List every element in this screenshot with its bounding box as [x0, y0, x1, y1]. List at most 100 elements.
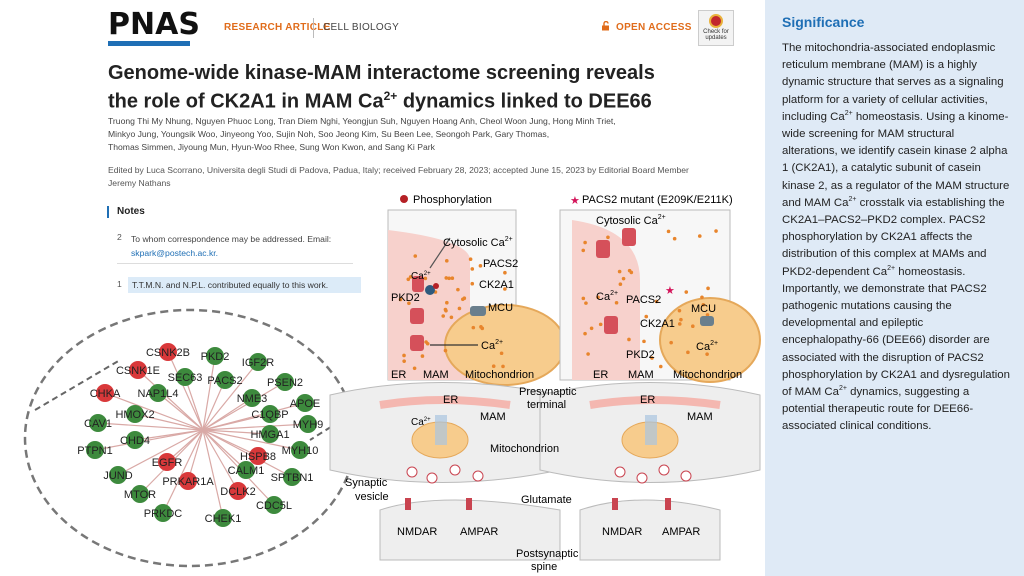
journal-logo[interactable]: PNAS — [108, 7, 200, 42]
calcium-dot — [471, 325, 476, 330]
synaptic-vesicle — [680, 470, 692, 482]
network-edge — [202, 413, 271, 431]
check-badge-text: Check for updates — [703, 29, 729, 41]
calcium-dot — [468, 257, 473, 261]
network-node — [176, 368, 194, 386]
network-node — [249, 447, 267, 465]
calcium-dot — [420, 354, 425, 358]
network-node — [296, 394, 314, 412]
right-ampar-label: AMPAR — [662, 526, 700, 538]
calcium-dot — [441, 314, 446, 318]
correspondence-email-link[interactable]: skpark@postech.ac.kr. — [131, 248, 219, 258]
calcium-dot — [658, 364, 663, 369]
calcium-dot — [614, 300, 619, 305]
right-pkd2-label: PKD2 — [626, 349, 655, 361]
authors-line-2[interactable]: Minkyo Jung, Youngsik Woo, Jinyeong Yoo,… — [108, 129, 550, 139]
network-node-label: JUND — [103, 470, 132, 482]
authors-line-1[interactable]: Truong Thi My Nhung, Nguyen Phuoc Long, … — [108, 116, 616, 126]
notes-accent-bar — [107, 206, 109, 218]
calcium-dot — [456, 287, 460, 292]
network-node — [126, 431, 144, 449]
calcium-dot — [706, 286, 710, 291]
author-list: Truong Thi My Nhung, Nguyen Phuoc Long, … — [108, 115, 748, 154]
calcium-dot — [627, 337, 631, 342]
right-synapse-mam-label: MAM — [687, 411, 713, 423]
network-node-label: PACS2 — [207, 375, 242, 387]
network-node-label: CDC5L — [256, 500, 292, 512]
synapse-ca-label: Ca2+ — [411, 417, 431, 428]
calcium-dot — [691, 324, 695, 329]
right-er-label: ER — [593, 369, 608, 381]
left-pacs2-blob — [425, 285, 435, 295]
calcium-dot — [644, 314, 649, 319]
calcium-dot — [705, 352, 709, 356]
left-mam-label: MAM — [423, 369, 449, 381]
notes-divider — [117, 263, 353, 264]
article-title: Genome-wide kinase-MAM interactome scree… — [108, 62, 708, 114]
ampar-label: AMPAR — [460, 526, 498, 538]
network-node — [89, 414, 107, 432]
network-node-label: MYH10 — [282, 445, 319, 457]
network-node-label: HMOX2 — [115, 409, 154, 421]
sig-part-4: homeostasis. Importantly, we demonstrate… — [782, 265, 1010, 399]
synaptic-vesicle — [426, 472, 438, 484]
open-access-label[interactable]: OPEN ACCESS — [616, 22, 692, 33]
right-synapse-er-label: ER — [640, 394, 655, 406]
network-node — [291, 441, 309, 459]
calcium-dot — [581, 296, 586, 301]
network-node-label: EGFR — [152, 457, 183, 469]
authors-line-3[interactable]: Thomas Simmen, Jiyoung Mun, Hyun-Woo Rhe… — [108, 142, 435, 152]
network-edge — [134, 413, 204, 431]
right-er-band — [589, 396, 721, 409]
left-pkd2-channel — [412, 276, 424, 292]
title-line-2-post: dynamics linked to DEE66 — [397, 90, 652, 113]
network-edge — [202, 397, 253, 431]
section-label[interactable]: CELL BIOLOGY — [323, 22, 400, 33]
network-node-label: PKD2 — [201, 351, 230, 363]
network-edge — [97, 422, 204, 431]
significance-text: The mitochondria-associated endoplasmic … — [782, 40, 1010, 436]
network-node-label: CAV1 — [84, 418, 112, 430]
calcium-dot — [443, 307, 448, 312]
check-for-updates-badge[interactable]: Check for updates — [698, 10, 734, 46]
network-edge — [167, 351, 204, 431]
significance-panel — [765, 0, 1024, 576]
left-er-band — [379, 396, 511, 409]
sig-part-5: dynamics, suggesting a potential therape… — [782, 386, 974, 433]
calcium-dot — [684, 290, 689, 294]
left-mcu — [470, 306, 486, 316]
calcium-dot — [686, 350, 690, 355]
notes-heading: Notes — [117, 206, 145, 217]
calcium-dot — [402, 359, 406, 363]
right-mam-panel: Cytosolic Ca2+ Ca2+ PACS2 ★ MCU CK2A1 Ca… — [559, 209, 761, 383]
left-ampar-receptor — [466, 498, 472, 510]
synaptic-vesicle — [449, 464, 461, 476]
synaptic-vesicle — [406, 466, 418, 478]
calcium-dot — [598, 322, 603, 327]
network-node — [149, 384, 167, 402]
left-pkd2-channel-3 — [410, 335, 424, 351]
calcium-dot — [408, 275, 413, 279]
network-node — [158, 453, 176, 471]
network-node — [96, 384, 114, 402]
calcium-dot — [424, 340, 428, 344]
network-node — [216, 371, 234, 389]
sig-part-3: crosstalk via establishing the CK2A1–PAC… — [782, 196, 1005, 278]
network-edge — [202, 429, 301, 451]
network-node — [126, 405, 144, 423]
network-edge — [202, 381, 286, 431]
right-mcu — [700, 316, 714, 326]
calcium-dot — [584, 301, 588, 305]
network-node-label: HSPB8 — [240, 451, 276, 463]
network-node-label: MYH9 — [293, 419, 324, 431]
calcium-dot — [627, 268, 632, 273]
calcium-dot — [697, 234, 702, 238]
left-ca-label: Ca2+ — [411, 271, 431, 282]
network-node — [249, 353, 267, 371]
title-line-2: the role of CK2A1 in MAM Ca2+ dynamics l… — [108, 85, 708, 114]
article-type-label[interactable]: RESEARCH ARTICLE — [224, 22, 331, 33]
calcium-dot — [606, 235, 610, 240]
network-node — [214, 509, 232, 527]
right-nmdar-receptor — [612, 498, 618, 510]
